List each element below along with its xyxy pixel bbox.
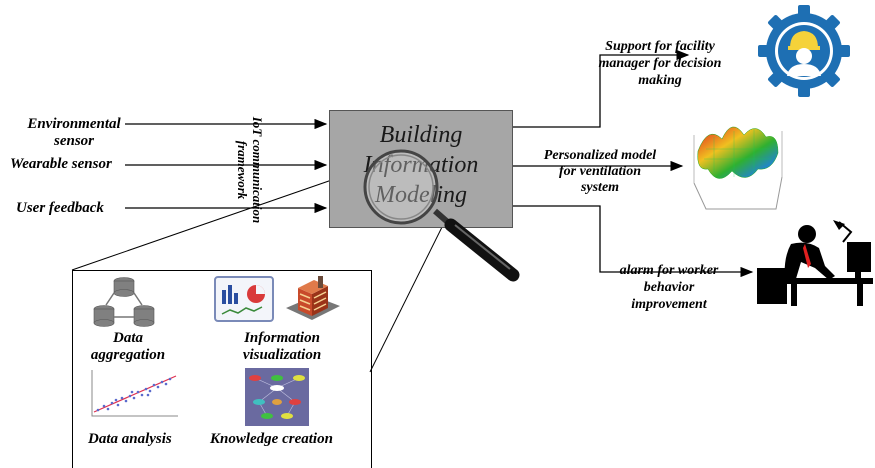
label-knowledge-creation: Knowledge creation	[210, 431, 333, 447]
output-facility-manager: Support for facility manager for decisio…	[598, 39, 722, 88]
3d-surface-plot-icon	[693, 126, 783, 210]
input-wearable-sensor: Wearable sensor	[10, 156, 112, 172]
input-environmental-sensor: Environmental sensor	[27, 116, 121, 149]
analysis-panel	[72, 270, 372, 468]
worker-at-desk-icon	[757, 220, 873, 306]
label-data-analysis: Data analysis	[88, 431, 172, 447]
scatter-regression-icon	[91, 370, 178, 417]
bim-line-1: Building	[379, 122, 463, 148]
knowledge-graph-icon	[245, 368, 309, 426]
engineer-gear-icon	[758, 5, 850, 97]
label-information-visualization: Information visualization	[242, 330, 322, 363]
dashboard-chart-icon	[214, 276, 274, 322]
arrow-alarm	[512, 205, 754, 278]
magnifying-glass-icon	[363, 149, 520, 282]
output-alarm: alarm for worker behavior improvement	[619, 263, 719, 312]
arrow-facility	[512, 49, 690, 128]
bim-line-3: Modeling	[329, 182, 513, 208]
iot-framework-label: IoT communication framework	[235, 116, 265, 224]
input-user-feedback: User feedback	[16, 200, 104, 216]
callout-line-right	[369, 214, 449, 373]
label-data-aggregation: Data aggregation	[90, 330, 166, 363]
output-ventilation: Personalized model for ventilation syste…	[543, 148, 657, 195]
bim-box	[329, 110, 513, 228]
building-3d-icon	[286, 276, 340, 320]
callout-line-left	[71, 164, 376, 271]
database-cluster-icon	[93, 277, 155, 327]
